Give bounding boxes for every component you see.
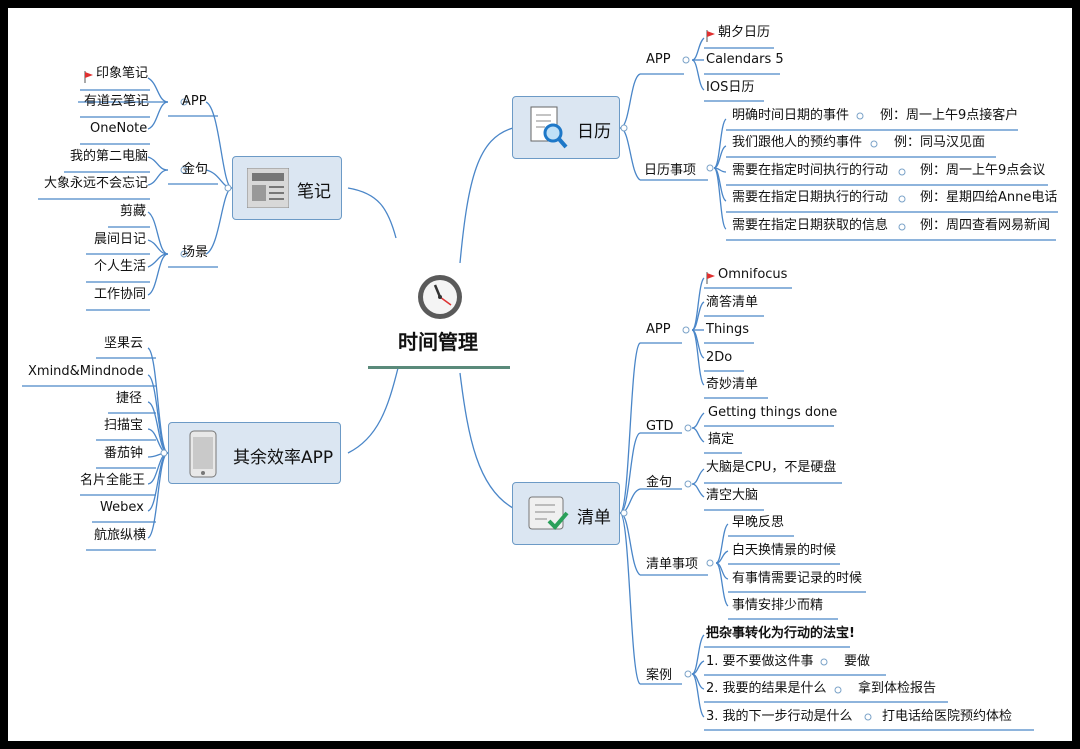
notes-quote-label[interactable]: 金句 — [182, 162, 209, 177]
list-event-item[interactable]: 事情安排少而精 — [732, 598, 824, 613]
flag-icon — [84, 68, 94, 87]
mind-map-canvas: 时间管理 笔记 其余效率APP 日历 清单 APP 金句 场景 印象笔记 有道云… — [8, 8, 1072, 741]
topic-other-apps-label: 其余效率APP — [233, 448, 334, 468]
list-app-item[interactable]: 滴答清单 — [706, 295, 759, 310]
list-gtd-item[interactable]: Getting things done — [708, 405, 838, 420]
notes-app-label[interactable]: APP — [182, 94, 207, 109]
other-app-item[interactable]: Xmind&Mindnode — [28, 364, 144, 379]
topic-calendar-label: 日历 — [577, 122, 611, 142]
notes-scene-item[interactable]: 剪藏 — [120, 204, 147, 219]
other-app-item[interactable]: 坚果云 — [104, 336, 144, 351]
calendar-event[interactable]: 需要在指定日期获取的信息 — [732, 218, 889, 233]
other-app-item[interactable]: 捷径 — [116, 391, 143, 406]
list-event-item[interactable]: 早晚反思 — [732, 515, 785, 530]
topic-list-label: 清单 — [577, 508, 611, 528]
calendar-app-item[interactable]: Calendars 5 — [706, 52, 784, 67]
calendar-event-example[interactable]: 例：同马汉见面 — [894, 135, 986, 150]
flag-icon — [706, 27, 716, 46]
calendar-app-item[interactable]: IOS日历 — [706, 80, 755, 95]
calendar-event[interactable]: 需要在指定时间执行的行动 — [732, 163, 889, 178]
list-app-item[interactable]: Omnifocus — [718, 267, 788, 282]
list-case-item[interactable]: 2. 我要的结果是什么 — [706, 681, 827, 696]
topic-list[interactable]: 清单 — [512, 482, 620, 545]
notes-quote-item[interactable]: 大象永远不会忘记 — [44, 176, 149, 191]
topic-calendar[interactable]: 日历 — [512, 96, 620, 159]
list-case-answer[interactable]: 打电话给医院预约体检 — [882, 709, 1013, 724]
phone-icon — [189, 430, 217, 482]
document-search-icon — [527, 105, 569, 155]
calendar-event-example[interactable]: 例：周一上午9点会议 — [920, 163, 1046, 178]
notes-scene-label[interactable]: 场景 — [182, 245, 209, 260]
center-underline — [368, 366, 510, 369]
calendar-event-example[interactable]: 例：周四查看网易新闻 — [920, 218, 1051, 233]
calendar-event[interactable]: 明确时间日期的事件 — [732, 108, 850, 123]
list-quote-item[interactable]: 大脑是CPU，不是硬盘 — [706, 460, 837, 475]
notes-scene-item[interactable]: 个人生活 — [94, 259, 147, 274]
calendar-event-example[interactable]: 例：星期四给Anne电话 — [920, 190, 1058, 205]
notes-scene-item[interactable]: 晨间日记 — [94, 232, 147, 247]
list-quote-label[interactable]: 金句 — [646, 475, 673, 490]
list-quote-item[interactable]: 清空大脑 — [706, 488, 759, 503]
notes-app-item[interactable]: 有道云笔记 — [84, 94, 150, 109]
calendar-event[interactable]: 我们跟他人的预约事件 — [732, 135, 863, 150]
list-case-item[interactable]: 1. 要不要做这件事 — [706, 654, 814, 669]
list-app-item[interactable]: 2Do — [706, 350, 733, 365]
list-app-label[interactable]: APP — [646, 322, 671, 337]
connector-lines — [22, 37, 1058, 731]
list-events-label[interactable]: 清单事项 — [646, 557, 699, 572]
list-case-item[interactable]: 3. 我的下一步行动是什么 — [706, 709, 853, 724]
list-app-item[interactable]: Things — [706, 322, 750, 337]
list-event-item[interactable]: 有事情需要记录的时候 — [732, 571, 863, 586]
list-event-item[interactable]: 白天换情景的时候 — [732, 543, 837, 558]
calendar-app-label[interactable]: APP — [646, 52, 671, 67]
notes-app-item[interactable]: 印象笔记 — [96, 66, 149, 81]
center-topic[interactable]: 时间管理 — [398, 330, 478, 354]
other-app-item[interactable]: 番茄钟 — [104, 446, 144, 461]
calendar-event-example[interactable]: 例：周一上午9点接客户 — [880, 108, 1019, 123]
list-cases-label[interactable]: 案例 — [646, 668, 673, 683]
topic-notes-label: 笔记 — [297, 182, 331, 202]
other-app-item[interactable]: Webex — [100, 500, 144, 515]
list-case-answer[interactable]: 要做 — [844, 654, 871, 669]
other-app-item[interactable]: 航旅纵横 — [94, 528, 147, 543]
clock-icon — [416, 273, 464, 325]
checklist-icon — [525, 493, 571, 539]
list-gtd-item[interactable]: 搞定 — [708, 432, 735, 447]
topic-notes[interactable]: 笔记 — [232, 156, 342, 220]
notes-quote-item[interactable]: 我的第二电脑 — [70, 149, 149, 164]
notes-scene-item[interactable]: 工作协同 — [94, 287, 147, 302]
calendar-app-item[interactable]: 朝夕日历 — [718, 25, 771, 40]
calendar-events-label[interactable]: 日历事项 — [644, 163, 697, 178]
list-app-item[interactable]: 奇妙清单 — [706, 377, 759, 392]
flag-icon — [706, 269, 716, 288]
other-app-item[interactable]: 扫描宝 — [104, 418, 144, 433]
list-case-answer[interactable]: 拿到体检报告 — [858, 681, 937, 696]
notes-app-item[interactable]: OneNote — [90, 121, 148, 136]
topic-other-apps[interactable]: 其余效率APP — [168, 422, 341, 484]
calendar-event[interactable]: 需要在指定日期执行的行动 — [732, 190, 889, 205]
list-cases-heading[interactable]: 把杂事转化为行动的法宝! — [706, 626, 855, 641]
other-app-item[interactable]: 名片全能王 — [80, 473, 146, 488]
list-gtd-label[interactable]: GTD — [646, 419, 674, 434]
newspaper-icon — [246, 167, 290, 212]
